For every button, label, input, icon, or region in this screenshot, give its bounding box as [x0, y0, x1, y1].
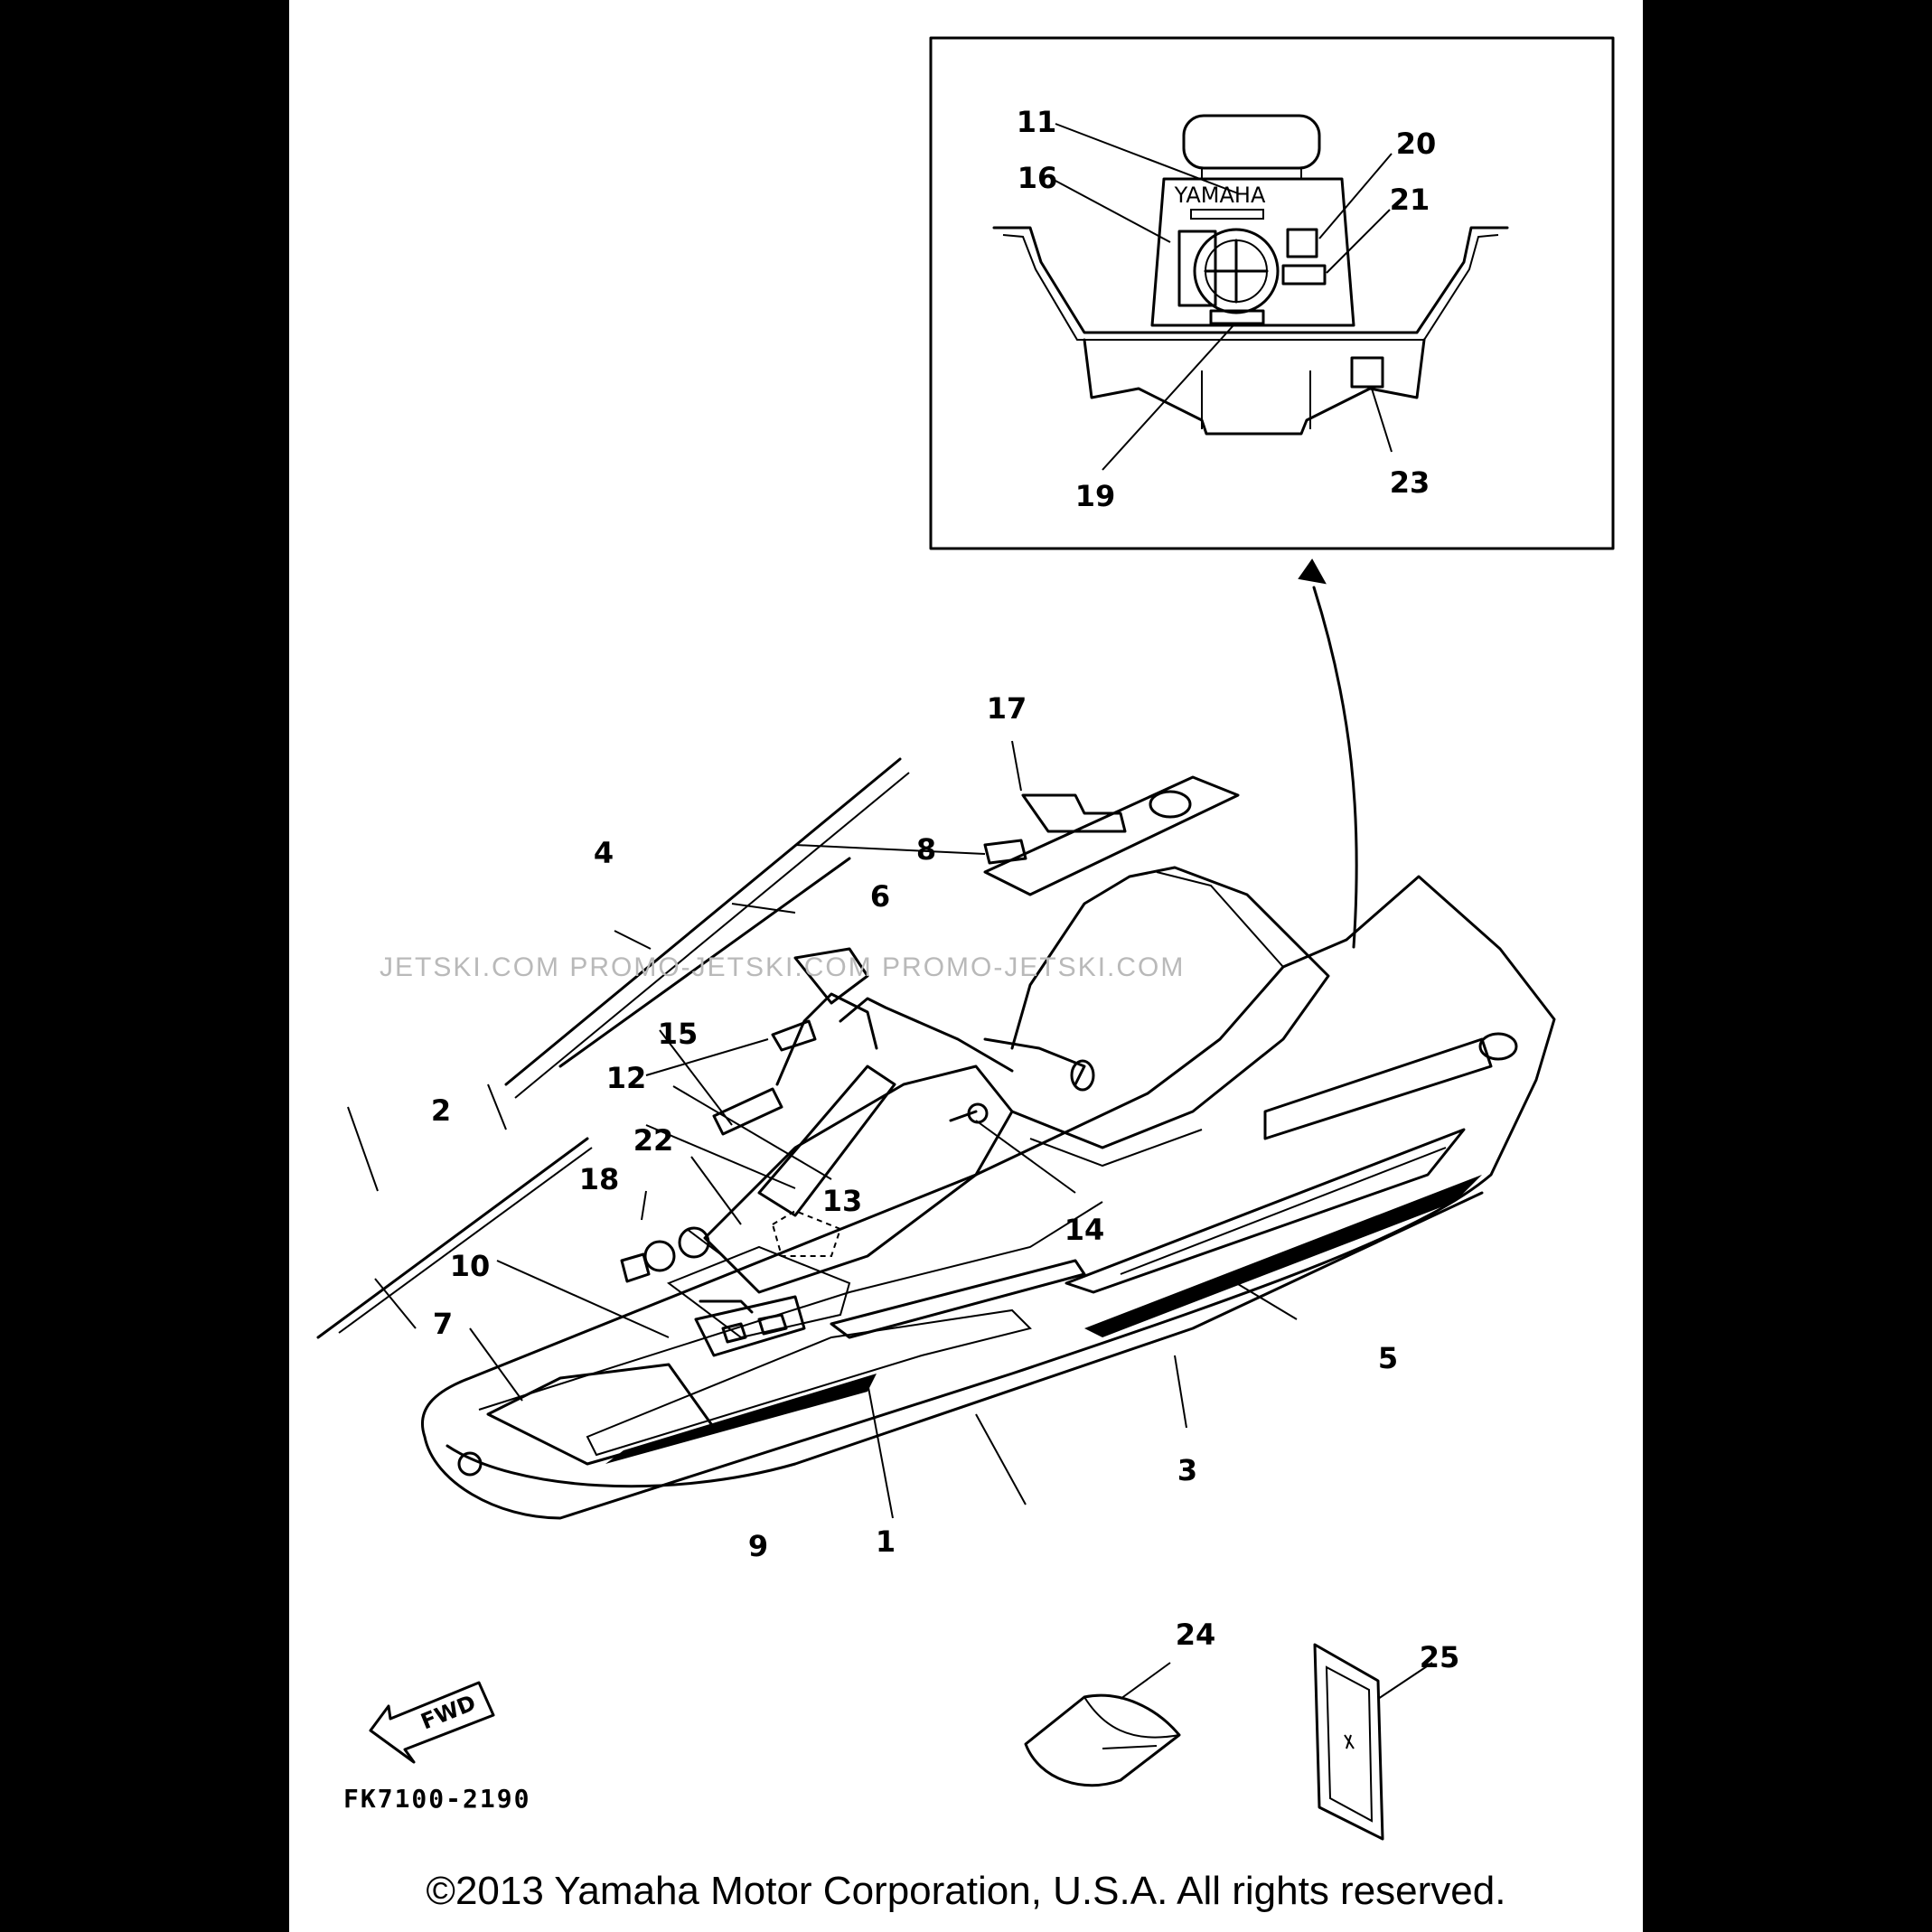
leader-lines — [347, 740, 1298, 1519]
callout-19: 19 — [1075, 479, 1116, 513]
callout-2: 2 — [431, 1093, 451, 1128]
callout-22: 22 — [633, 1123, 674, 1158]
rear-view-inset: YAMAHA 11 16 20 21 19 23 — [929, 36, 1615, 550]
pouch-item — [1024, 1662, 1181, 1787]
callout-1: 1 — [876, 1524, 896, 1559]
callout-11: 11 — [1017, 105, 1057, 139]
callout-15: 15 — [658, 1017, 699, 1051]
callout-16: 16 — [1018, 161, 1058, 195]
callout-4: 4 — [594, 836, 614, 870]
callout-25: 25 — [1420, 1640, 1460, 1674]
inset-arrow — [1298, 558, 1358, 949]
callout-21: 21 — [1390, 183, 1430, 217]
forward-arrow: FWD — [369, 1681, 495, 1764]
diagram-sheet: YAMAHA 11 16 20 21 19 23 — [289, 0, 1643, 1932]
callout-10: 10 — [450, 1249, 491, 1283]
forward-arrow-label: FWD — [417, 1690, 480, 1734]
diagram-code: FK7100-2190 — [343, 1784, 530, 1814]
callout-7: 7 — [433, 1307, 453, 1341]
callout-12: 12 — [606, 1061, 647, 1095]
callout-24: 24 — [1176, 1618, 1216, 1652]
parts-diagram: YAMAHA 11 16 20 21 19 23 — [316, 36, 1615, 1841]
watermark-text: JETSKI.COM PROMO-JETSKI.COM PROMO-JETSKI… — [380, 952, 1185, 982]
callouts: 4 6 8 17 15 12 2 22 18 13 14 10 7 5 3 1 … — [431, 691, 1459, 1674]
callout-6: 6 — [870, 879, 890, 914]
manual-item — [1313, 1643, 1433, 1841]
watercraft-hull — [316, 757, 1556, 1520]
callout-17: 17 — [987, 691, 1027, 726]
callout-8: 8 — [916, 832, 936, 867]
callout-18: 18 — [579, 1162, 620, 1196]
callout-13: 13 — [822, 1184, 863, 1218]
callout-23: 23 — [1390, 465, 1430, 500]
callout-20: 20 — [1396, 127, 1437, 161]
callout-3: 3 — [1177, 1453, 1197, 1487]
callout-5: 5 — [1378, 1341, 1398, 1375]
callout-9: 9 — [748, 1529, 768, 1563]
copyright-notice: ©2013 Yamaha Motor Corporation, U.S.A. A… — [426, 1869, 1506, 1913]
callout-14: 14 — [1064, 1213, 1105, 1247]
